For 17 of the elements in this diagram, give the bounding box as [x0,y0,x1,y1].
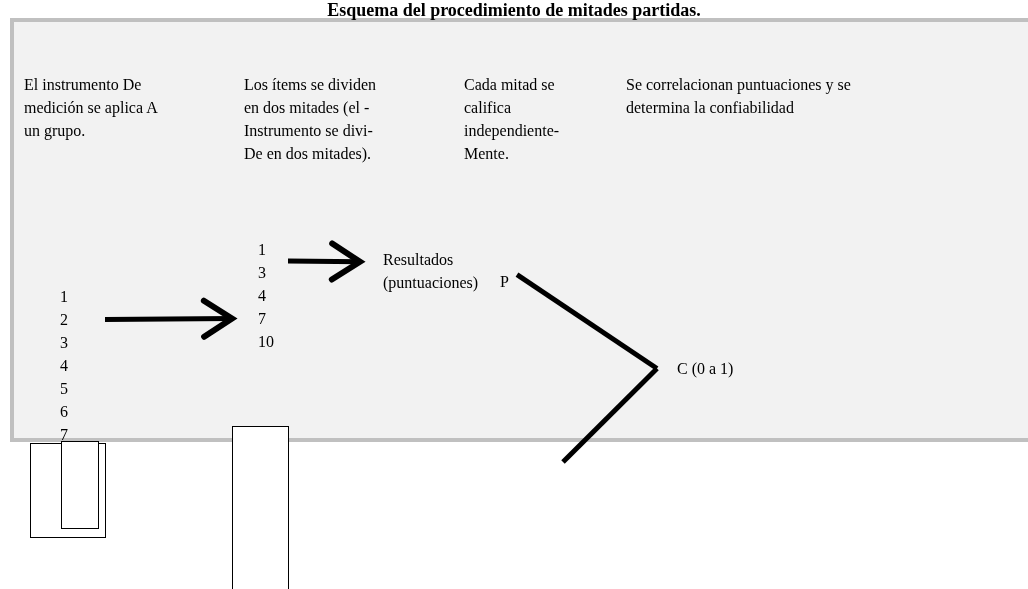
step-description: Los ítems se dividen en dos mitades (el - Instrumento se divi- De en dos mitades). [244,75,377,165]
diagram-title: Esquema del procedimiento de mitades partidas. [326,0,702,20]
connector-line [561,366,659,464]
step-description: Cada mitad se califica independiente- Mente. [464,75,561,164]
arrow [287,240,363,283]
empty-box [232,426,289,589]
arrow [105,297,235,340]
item-number-list: 1 3 4 7 10 [232,238,288,353]
step-description: El instrumento De medición se aplica A un grupo. [24,75,159,142]
item-number-list: 1 2 3 4 5 6 7 [60,285,105,446]
empty-box [61,441,99,529]
half-score-label: P [500,270,517,293]
correlation-label: C (0 a 1) [657,357,767,380]
results-label: Resultados (puntuaciones) [360,248,500,294]
empty-box [30,443,106,538]
connector-line [515,272,659,371]
step-description: Se correlacionan puntuaciones y se determina la confiabilidad [626,75,852,118]
